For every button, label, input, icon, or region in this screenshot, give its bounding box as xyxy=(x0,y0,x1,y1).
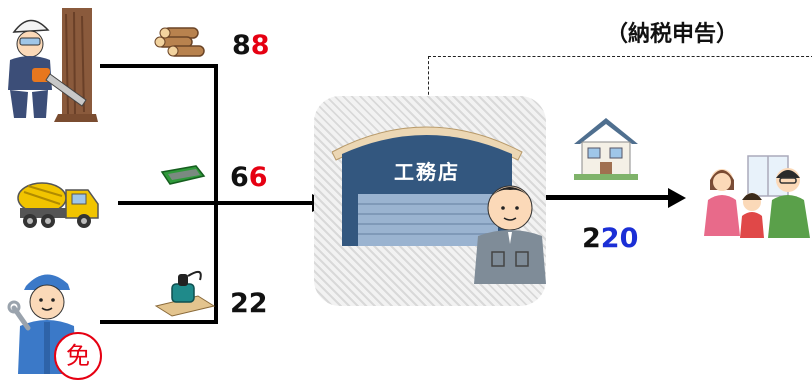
amount-logs-red: 8 xyxy=(250,30,270,61)
green-tray-icon xyxy=(160,165,206,185)
amount-sieve-black: 6 xyxy=(230,162,249,193)
lumberjack-icon xyxy=(8,8,98,122)
family-icon xyxy=(704,155,810,238)
house-icon xyxy=(574,118,638,180)
amount-tool: 22 xyxy=(230,288,268,319)
amount-sieve-red: 6 xyxy=(248,162,268,193)
amount-sale: 220 xyxy=(582,225,638,252)
log-pile-icon xyxy=(154,27,205,57)
tax-dashed-line xyxy=(428,56,812,105)
amount-sale-blue: 20 xyxy=(600,223,639,254)
amount-sieve: 66 xyxy=(230,164,268,191)
amount-logs-black: 8 xyxy=(232,30,251,61)
builder-sign: 工務店 xyxy=(394,160,460,184)
line-vertical-trunk xyxy=(214,64,218,324)
line-to-customer xyxy=(544,195,670,200)
line-supplier-1 xyxy=(100,64,218,68)
line-supplier-3 xyxy=(100,320,218,324)
cement-truck-icon xyxy=(17,182,99,228)
exempt-badge: 免 xyxy=(54,332,102,380)
arrow-to-customer xyxy=(668,188,686,208)
worker-icon xyxy=(7,274,76,374)
tax-filing-label: （納税申告） xyxy=(606,22,739,47)
builder-office-icon xyxy=(332,126,546,284)
amount-logs: 88 xyxy=(232,32,270,59)
exempt-badge-text: 免 xyxy=(66,342,90,370)
sander-icon xyxy=(154,270,216,317)
amount-sale-black: 2 xyxy=(582,223,601,254)
line-supplier-2 xyxy=(118,201,314,205)
